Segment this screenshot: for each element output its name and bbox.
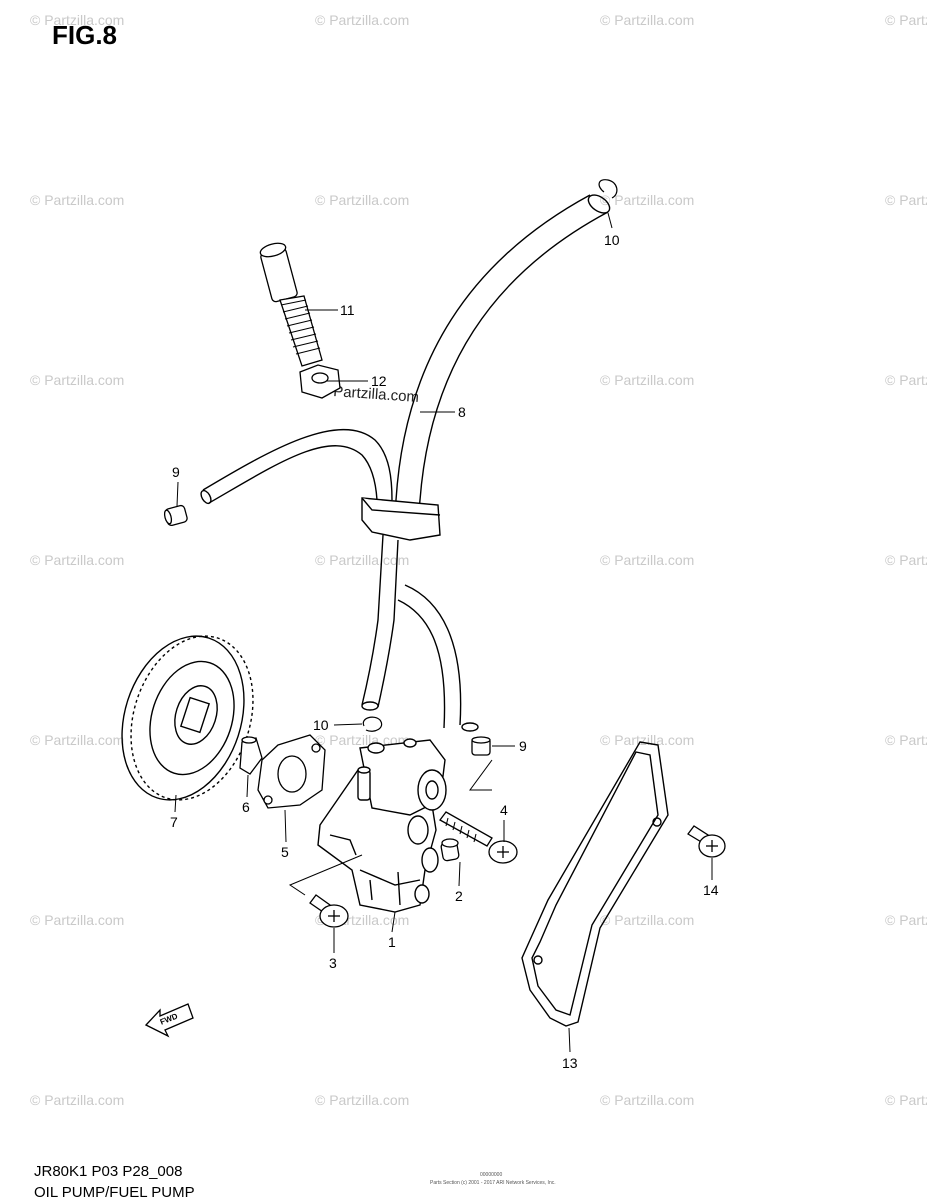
callout-11: 11 xyxy=(340,302,355,318)
part-8-oil-hose[interactable] xyxy=(361,191,613,711)
watermark: © Partzilla.com xyxy=(315,552,409,568)
watermark: © Partzilla.com xyxy=(315,1092,409,1108)
part-9-fuel-hose[interactable] xyxy=(199,428,479,732)
watermark: © Partzilla.com xyxy=(885,372,927,388)
callout-14: 14 xyxy=(703,882,719,898)
watermark: © Partzilla.com xyxy=(885,12,927,28)
callout-9: 9 xyxy=(519,738,527,754)
watermark: © Partzilla.com xyxy=(315,732,409,748)
watermark: © Partzilla.com xyxy=(30,912,124,928)
callouts: 10 11 12 8 9 10 9 4 2 6 5 7 1 3 14 13 xyxy=(170,232,719,1071)
part-12-nut[interactable] xyxy=(299,364,341,399)
callout-9: 9 xyxy=(172,464,180,480)
part-6-pin[interactable] xyxy=(239,736,263,775)
part-13-cover-gasket[interactable] xyxy=(521,741,669,1027)
watermark: © Partzilla.com xyxy=(600,12,694,28)
callout-10: 10 xyxy=(604,232,620,248)
part-4-screw[interactable] xyxy=(439,811,518,864)
watermark: © Partzilla.com xyxy=(885,732,927,748)
part-10-clip-upper[interactable] xyxy=(598,179,618,199)
callout-7: 7 xyxy=(170,814,178,830)
watermark: © Partzilla.com xyxy=(885,912,927,928)
part-9-sleeve-right[interactable] xyxy=(471,736,491,756)
footer-name: OIL PUMP/FUEL PUMP xyxy=(34,1184,195,1201)
watermark: © Partzilla.com xyxy=(885,552,927,568)
part-9-sleeve-left[interactable] xyxy=(163,504,188,527)
watermark: © Partzilla.com xyxy=(30,552,124,568)
watermark: © Partzilla.com xyxy=(30,372,124,388)
callout-4: 4 xyxy=(500,802,508,818)
part-10-clip-lower[interactable] xyxy=(362,716,383,732)
watermark: © Partzilla.com xyxy=(600,1092,694,1108)
watermark-center: Partzilla.com xyxy=(333,383,420,406)
watermark-grid: © Partzilla.com © Partzilla.com © Partzi… xyxy=(30,12,927,1108)
watermark: © Partzilla.com xyxy=(885,1092,927,1108)
watermark: © Partzilla.com xyxy=(600,912,694,928)
callout-8: 8 xyxy=(458,404,466,420)
callout-10: 10 xyxy=(313,717,329,733)
watermark: © Partzilla.com xyxy=(30,12,124,28)
part-11-bolt[interactable] xyxy=(259,241,323,367)
watermark: © Partzilla.com xyxy=(885,192,927,208)
callout-5: 5 xyxy=(281,844,289,860)
watermark: © Partzilla.com xyxy=(600,552,694,568)
watermark: © Partzilla.com xyxy=(315,12,409,28)
callout-12: 12 xyxy=(371,373,387,389)
watermark: © Partzilla.com xyxy=(600,372,694,388)
watermark: © Partzilla.com xyxy=(30,732,124,748)
part-5-gasket[interactable] xyxy=(257,734,326,809)
callout-13: 13 xyxy=(562,1055,578,1071)
callout-2: 2 xyxy=(455,888,463,904)
part-3-screw[interactable] xyxy=(309,894,349,928)
fine-print-code: 00000000 xyxy=(480,1172,503,1178)
watermark: © Partzilla.com xyxy=(30,192,124,208)
callout-3: 3 xyxy=(329,955,337,971)
part-1-oil-pump[interactable] xyxy=(317,738,447,913)
part-7-gear[interactable] xyxy=(102,620,273,816)
watermark: © Partzilla.com xyxy=(600,732,694,748)
watermark: © Partzilla.com xyxy=(30,1092,124,1108)
fwd-arrow-icon: FWD xyxy=(144,1003,194,1038)
figure-title: FIG.8 xyxy=(52,20,118,50)
part-2-cap[interactable] xyxy=(440,838,460,862)
part-14-screw[interactable] xyxy=(687,825,726,858)
footer-code: JR80K1 P03 P28_008 xyxy=(34,1163,183,1180)
callout-1: 1 xyxy=(388,934,396,950)
fine-print-copyright: Parts Section (c) 2001 - 2017 ARI Networ… xyxy=(430,1180,556,1186)
leader-lines xyxy=(174,212,713,1053)
watermark: © Partzilla.com xyxy=(600,192,694,208)
hose-clamp-holder xyxy=(361,497,441,541)
watermark: © Partzilla.com xyxy=(315,192,409,208)
callout-6: 6 xyxy=(242,799,250,815)
